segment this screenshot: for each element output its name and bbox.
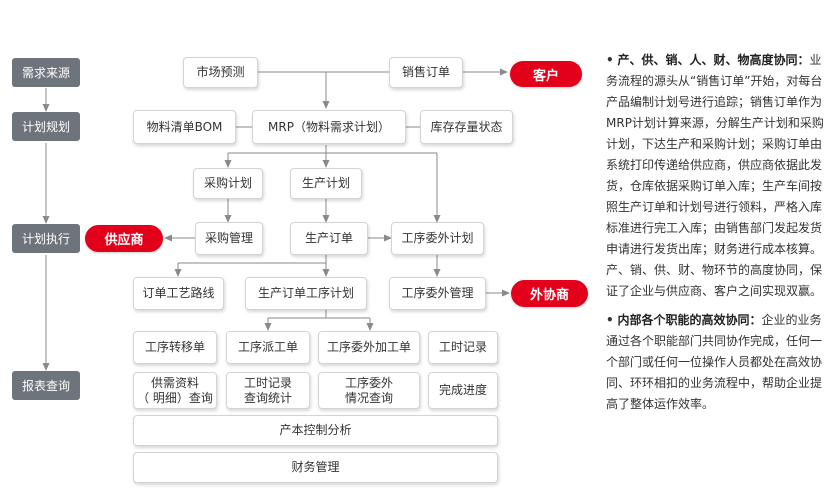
bullet-2: • xyxy=(606,313,614,327)
description-body-1: 业务流程的源头从“销售订单”开始，对每台产品编制计划号进行追踪；销售订单作为MR… xyxy=(606,53,824,298)
party-customer: 客户 xyxy=(510,61,582,87)
node-outsource-process-order: 工序委外加工单 xyxy=(318,331,420,364)
node-bom: 物料清单BOM xyxy=(133,110,236,144)
description-paragraph-2: • 内部各个职能的高效协同：企业的业务通过各个职能部门共同协作完成，任何一个部门… xyxy=(606,310,828,415)
node-dispatch-order: 工序派工单 xyxy=(226,331,310,364)
description-body-2: 企业的业务通过各个职能部门共同协作完成，任何一个部门或任何一位操作人员都处在高效… xyxy=(606,313,823,411)
node-time-record: 工时记录 xyxy=(428,331,498,364)
node-purchase-plan: 采购计划 xyxy=(193,168,263,199)
node-outsource-status-query: 工序委外 情况查询 xyxy=(318,372,420,409)
description-panel: • 产、供、销、人、财、物高度协同：业务流程的源头从“销售订单”开始，对每台产品… xyxy=(606,50,828,423)
node-production-order: 生产订单 xyxy=(290,222,368,255)
bullet-1: • xyxy=(606,53,614,67)
description-title-1: 产、供、销、人、财、物高度协同： xyxy=(617,53,810,67)
node-supply-demand-query: 供需资料 （ 明细）查询 xyxy=(133,372,217,409)
node-time-stats-query: 工时记录 查询统计 xyxy=(226,372,310,409)
node-finance-management: 财务管理 xyxy=(133,452,498,483)
time-stats-line1: 工时记录 xyxy=(243,375,292,390)
outsource-query-line1: 工序委外 xyxy=(344,375,393,390)
node-purchase-management: 采购管理 xyxy=(195,222,263,255)
node-transfer-order: 工序转移单 xyxy=(133,331,217,364)
node-outsource-management: 工序委外管理 xyxy=(389,277,486,310)
stage-execution: 计划执行 xyxy=(12,224,80,253)
party-outsourcer: 外协商 xyxy=(511,280,588,307)
node-sales-order: 销售订单 xyxy=(389,57,463,88)
stage-demand-source: 需求来源 xyxy=(12,58,80,87)
node-cost-control-analysis: 产本控制分析 xyxy=(133,415,498,446)
node-inventory-status: 库存存量状态 xyxy=(420,110,513,144)
description-paragraph-1: • 产、供、销、人、财、物高度协同：业务流程的源头从“销售订单”开始，对每台产品… xyxy=(606,50,828,302)
description-title-2: 内部各个职能的高效协同： xyxy=(617,313,762,327)
stage-planning: 计划规划 xyxy=(12,112,80,141)
node-market-forecast: 市场预测 xyxy=(183,57,258,88)
outsource-query-line2: 情况查询 xyxy=(344,390,393,405)
supply-demand-line2: （ 明细）查询 xyxy=(137,390,213,405)
node-completion-progress: 完成进度 xyxy=(428,372,498,409)
node-order-process-plan: 生产订单工序计划 xyxy=(245,277,367,310)
connector-layer xyxy=(42,68,510,371)
stage-report-query: 报表查询 xyxy=(12,371,80,400)
supply-demand-line1: 供需资料 xyxy=(150,375,199,390)
node-production-plan: 生产计划 xyxy=(290,168,362,199)
node-outsource-plan: 工序委外计划 xyxy=(391,222,484,255)
time-stats-line2: 查询统计 xyxy=(243,390,292,405)
party-supplier: 供应商 xyxy=(85,225,163,252)
node-mrp: MRP（物料需求计划） xyxy=(252,110,406,144)
node-order-routing: 订单工艺路线 xyxy=(133,277,224,310)
